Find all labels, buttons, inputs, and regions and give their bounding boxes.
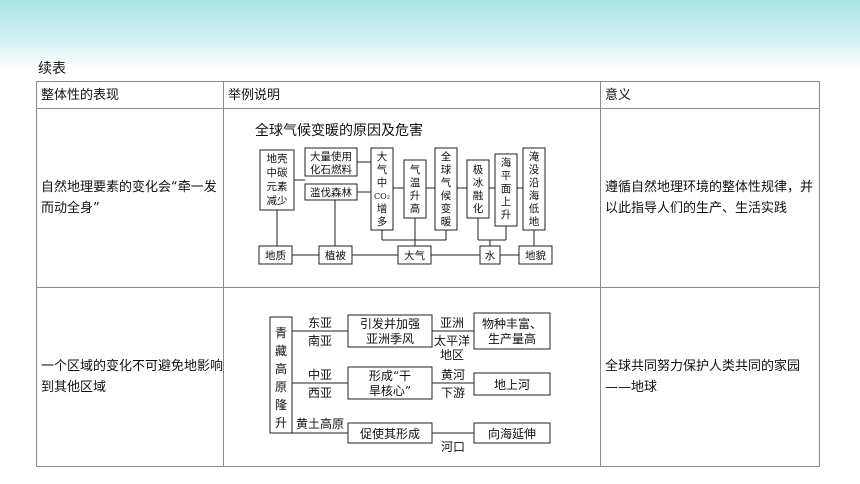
bottom-label: 植被 (325, 249, 346, 262)
col-g-char: 海 (501, 156, 512, 169)
header-cell: 举例说明 (223, 81, 601, 109)
region-label: 中亚 (308, 367, 332, 382)
left-char: 青 (275, 326, 287, 340)
mid-label: 亚洲 (440, 316, 464, 330)
col-h-char: 海 (529, 189, 540, 202)
effect-text: 促使其形成 (360, 426, 420, 441)
col-h-char: 淹 (529, 150, 540, 163)
header-cell: 整体性的表现 (36, 81, 224, 109)
bottom-label: 水 (485, 250, 496, 262)
result-text: 向海延伸 (488, 426, 536, 441)
col-f-char: 极 (473, 163, 484, 176)
col-h-char: 沿 (529, 177, 540, 189)
left-char: 升 (275, 416, 287, 430)
effect-text: 旱核心” (369, 384, 411, 398)
region-label: 南亚 (308, 333, 332, 348)
col-a-text: 中碳 (267, 166, 289, 179)
col-g-char: 上 (501, 196, 512, 208)
effect-text: 引发并加强 (360, 316, 420, 331)
col-g-char: 升 (501, 209, 512, 221)
col-c-char: 气 (377, 163, 388, 176)
manifestation-cell: 一个区域的变化不可避免地影响到其他区域 (36, 287, 224, 467)
col-c-char: 大 (377, 150, 388, 163)
mid-label: 地区 (440, 348, 464, 362)
col-h-char: 地 (529, 215, 540, 228)
region-label: 东亚 (308, 316, 332, 330)
col-c-char: 多 (377, 215, 388, 228)
col-d-char: 温 (410, 177, 421, 189)
col-f-char: 化 (473, 202, 484, 215)
table-title: 续表 (38, 61, 66, 77)
col-d-char: 高 (410, 202, 421, 215)
col-e-char: 球 (441, 163, 452, 176)
diagram-title: 全球气候变暖的原因及危害 (255, 123, 423, 139)
left-char: 高 (275, 361, 287, 376)
col-a-text: 减少 (267, 195, 288, 207)
mid-label: 太平洋 (434, 333, 470, 348)
bottom-label: 大气 (404, 249, 425, 262)
box-b1-text: 化石燃料 (310, 163, 352, 176)
col-c-char: 增 (377, 202, 388, 215)
col-c-char: CO₂ (374, 192, 390, 201)
col-e-char: 候 (441, 189, 452, 202)
col-f-char: 融 (473, 190, 484, 202)
col-g-char: 平 (501, 170, 512, 182)
box-b2-text: 滥伐森林 (310, 186, 352, 199)
box-b1-text: 大量使用 (310, 150, 352, 163)
header-cell: 意义 (600, 81, 820, 109)
col-c-char: 中 (377, 176, 388, 189)
mid-label: 黄河 (441, 368, 465, 382)
left-char: 藏 (275, 344, 287, 358)
region-label: 西亚 (308, 386, 332, 400)
col-d-char: 气 (410, 163, 421, 176)
bottom-label: 地质 (265, 249, 286, 262)
col-h-char: 没 (529, 164, 540, 176)
col-a-text: 元素 (267, 180, 288, 193)
result-text: 生产量高 (488, 331, 536, 346)
col-e-char: 全 (441, 150, 452, 163)
col-d-char: 升 (410, 190, 421, 202)
region-label: 黄土高原 (296, 416, 344, 431)
result-text: 物种丰富、 (482, 316, 542, 331)
left-char: 原 (275, 380, 287, 394)
col-a-text: 地壳 (267, 152, 289, 165)
col-g-char: 面 (501, 183, 512, 195)
col-e-char: 气 (441, 176, 452, 189)
significance-cell: 全球共同努力保护人类共同的家园——地球 (600, 287, 820, 467)
mid-label: 河口 (441, 440, 465, 454)
header-row: 整体性的表现 举例说明 意义 (36, 81, 820, 109)
bottom-label: 地貌 (525, 249, 546, 262)
effect-text: 形成“干 (369, 369, 411, 383)
global-warming-diagram: 地壳 中碳 元素 减少 大量使用 化石燃料 滥伐森林 大 气 中 CO₂ 增 多… (257, 140, 554, 282)
col-e-char: 变 (441, 202, 452, 215)
col-h-char: 低 (529, 202, 540, 215)
result-text: 地上河 (494, 378, 530, 392)
significance-cell: 遵循自然地理环境的整体性规律，并以此指导人们的生产、生活实践 (600, 108, 820, 288)
col-f-char: 冰 (473, 176, 484, 189)
left-char: 隆 (275, 397, 287, 412)
manifestation-cell: 自然地理要素的变化会“牵一发而动全身” (36, 108, 224, 288)
effect-text: 亚洲季风 (366, 332, 414, 346)
mid-label: 下游 (441, 386, 465, 400)
col-e-char: 暖 (441, 215, 452, 228)
plateau-uplift-diagram: 青 藏 高 原 隆 升 东亚 南亚 中亚 西亚 黄土高原 引发并加强 亚洲季风 … (260, 295, 558, 461)
